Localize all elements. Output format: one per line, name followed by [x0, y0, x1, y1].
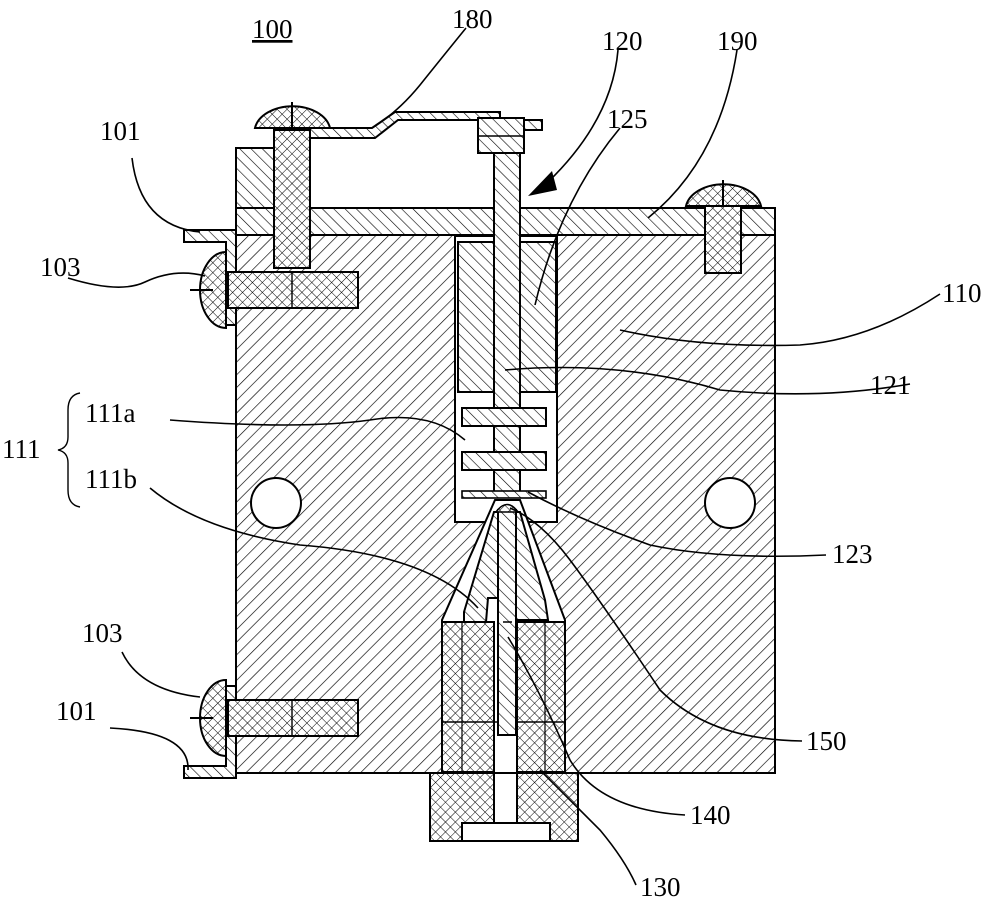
- label-120: 120: [602, 26, 643, 56]
- label-111a: 111a: [85, 398, 135, 428]
- top-screw-shank: [273, 129, 311, 269]
- sleeve-right: [519, 241, 557, 393]
- sleeve-left: [457, 241, 495, 393]
- side-screw-top-shank: [227, 271, 359, 309]
- leader-140: [507, 636, 686, 816]
- label-120-arrow: [547, 49, 619, 183]
- outlet-channel: [493, 772, 518, 824]
- label-125: 125: [607, 104, 648, 134]
- label-150: 150: [806, 726, 847, 756]
- stem-disc-lower: [461, 451, 547, 471]
- leader-150: [509, 507, 803, 742]
- label-103-bottom: 103: [82, 618, 123, 648]
- label-110: 110: [942, 278, 982, 308]
- label-180: 180: [452, 4, 493, 34]
- right-screw-shank: [704, 204, 742, 274]
- leader-111b: [149, 487, 479, 609]
- leader-125: [534, 127, 621, 306]
- leader-180: [371, 27, 467, 129]
- label-140: 140: [690, 800, 731, 830]
- label-101-bottom: 101: [56, 696, 97, 726]
- leader-101-bottom: [109, 727, 189, 771]
- side-screw-bottom-shank: [227, 699, 359, 737]
- arrow-head-120: [528, 171, 557, 196]
- leader-123: [527, 491, 827, 558]
- leader-103-top: [67, 272, 206, 288]
- label-101-top: 101: [100, 116, 141, 146]
- leader-190: [647, 49, 738, 219]
- label-190: 190: [717, 26, 758, 56]
- label-123: 123: [832, 539, 873, 569]
- label-103-top: 103: [40, 252, 81, 282]
- leader-130: [539, 769, 637, 886]
- left-post: [235, 147, 275, 209]
- leader-110: [619, 293, 941, 347]
- mount-hole-left: [250, 477, 302, 529]
- leader-103-bottom: [121, 651, 201, 698]
- leader-111a: [169, 416, 466, 441]
- label-111: 111: [2, 434, 41, 464]
- outlet-slot: [461, 822, 551, 842]
- stem-disc-upper: [461, 407, 547, 427]
- leader-121: [504, 366, 911, 395]
- label-121: 121: [870, 370, 911, 400]
- figure-title: 100: [252, 14, 293, 44]
- label-130: 130: [640, 872, 681, 902]
- bracket-bottom: [183, 685, 237, 779]
- leader-101-top: [131, 157, 201, 233]
- mount-hole-right: [704, 477, 756, 529]
- lever-arm: [309, 111, 501, 139]
- label-111b: 111b: [85, 464, 137, 494]
- nozzle-base-left: [441, 621, 495, 773]
- valve-stem: [493, 152, 521, 494]
- brace-111: [57, 392, 81, 508]
- valve-seal-123: [461, 490, 547, 499]
